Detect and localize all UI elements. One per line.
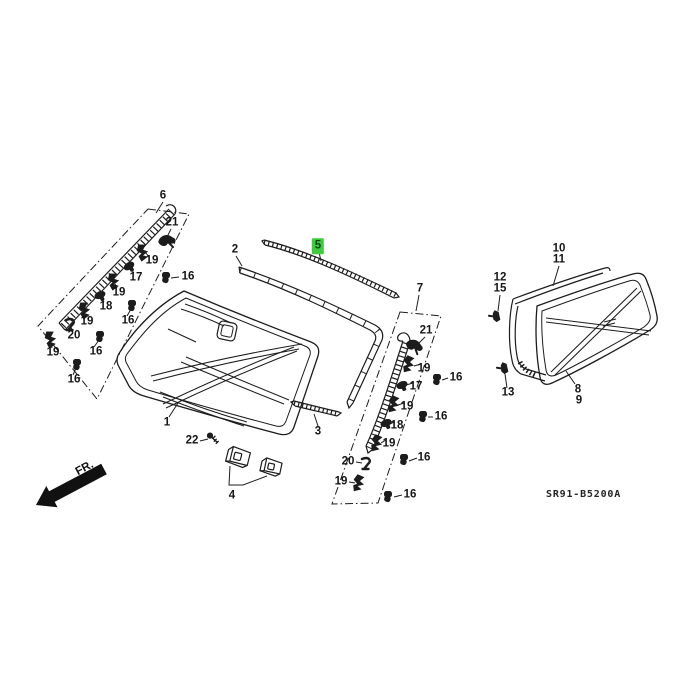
clip-16-icon [127,300,136,312]
part-7-boundary-box [331,311,442,505]
diagram-code: SR91-B5200A [546,489,622,500]
part-label-11: 11 [552,253,566,266]
part-label-5-highlighted: 5 [311,238,325,254]
clip-16-icon [72,359,81,371]
part-7-molding-assembly [331,311,442,505]
clip-12-15-icon [487,308,502,324]
part-label-19: 19 [112,286,126,299]
part-label-19: 19 [46,346,60,359]
part-label-21: 21 [419,324,433,337]
part-label-16: 16 [121,314,135,327]
quarter-glass-reflection-lines [545,287,652,376]
clip-16-icon [432,374,441,386]
part-label-21: 21 [165,216,179,229]
part-label-16: 16 [403,488,417,501]
part-label-20: 20 [67,329,81,342]
part-label-19: 19 [80,315,94,328]
clip-20-icon [360,456,371,471]
part-label-16: 16 [67,373,81,386]
part-6-molding-assembly [37,204,190,400]
part-label-1: 1 [163,416,171,429]
part-7-molding-strip [365,332,411,455]
part-label-19: 19 [382,437,396,450]
part-2-upper-molding [238,266,384,410]
windshield-glass [116,290,320,436]
leader-lines [50,201,576,498]
part-label-16: 16 [434,410,448,423]
part-label-20: 20 [341,455,355,468]
part-5-molding-strip [261,239,401,299]
part-3-lower-molding [289,400,343,417]
clip-17-icon [122,260,136,273]
clip-16-icon [383,491,392,503]
mirror-base-cover [259,457,283,477]
part-6-molding-strip [58,204,177,331]
part-label-16: 16 [181,270,195,283]
part-label-19: 19 [400,400,414,413]
part-label-16: 16 [89,345,103,358]
clip-16-icon [418,411,427,423]
part-label-6: 6 [159,189,167,202]
arrow-icon [36,463,107,508]
quarter-glass-clips [487,308,510,376]
part-label-15: 15 [493,282,507,295]
part-label-7: 7 [416,282,424,295]
fr-direction-arrow: FR. [36,459,107,508]
quarter-glass-seal [508,267,611,382]
glass-reflection-lines [150,303,303,427]
part-label-18: 18 [390,419,404,432]
part-4-mirror-base [206,432,283,477]
part-label-18: 18 [99,300,113,313]
quarter-glass [535,272,658,385]
part-label-17: 17 [129,271,143,284]
part-label-19: 19 [334,475,348,488]
screw-22-icon [206,432,219,445]
part-label-4: 4 [228,489,236,502]
clip-16-icon [95,331,104,343]
clip-19-icon [370,434,383,452]
part-label-17: 17 [409,380,423,393]
clip-13-icon [495,360,510,376]
part-label-13: 13 [501,386,515,399]
part-label-8: 8 [574,383,582,396]
part-label-10: 10 [552,242,566,255]
part-label-2: 2 [231,243,239,256]
clip-16-icon [399,454,408,466]
part-label-16: 16 [417,451,431,464]
part-label-16: 16 [449,371,463,384]
mirror-base-bracket [224,445,252,469]
clip-16-icon [161,272,170,284]
part-label-22: 22 [185,434,199,447]
part-label-19: 19 [417,362,431,375]
part-label-12: 12 [493,271,507,284]
part-label-19: 19 [145,254,159,267]
part-label-9: 9 [575,394,583,407]
part-label-3: 3 [314,425,322,438]
